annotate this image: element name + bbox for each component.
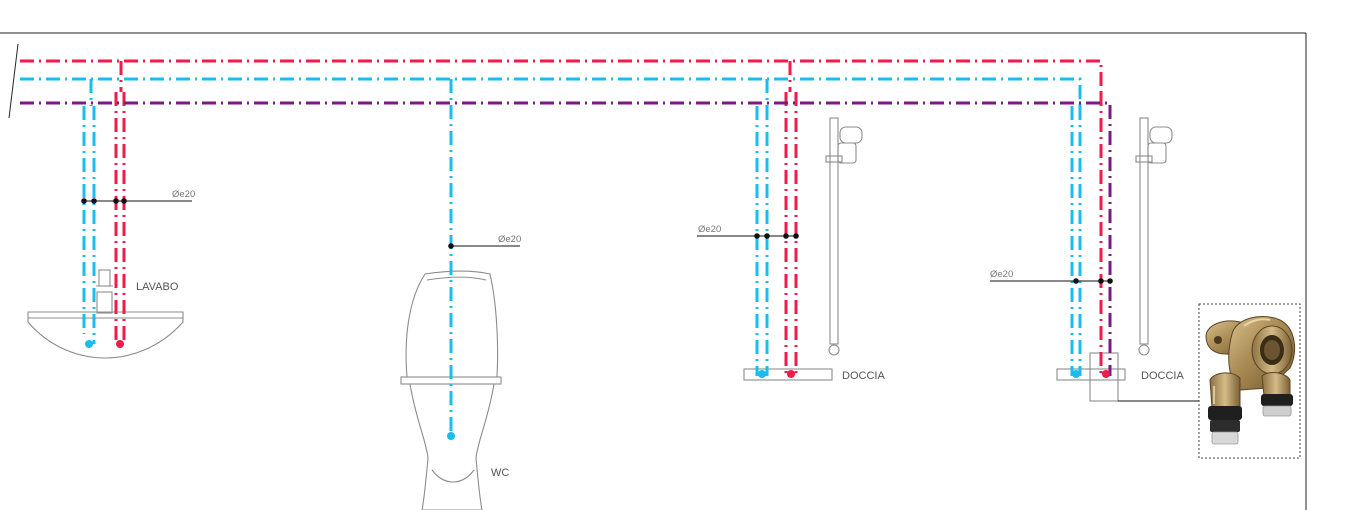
lavabo-pipe-size: Øe20 — [172, 189, 195, 200]
cold-water-pipes — [20, 77, 1082, 436]
doccia-1-label: DOCCIA — [842, 370, 885, 382]
pipe-outlets — [85, 340, 1110, 440]
dimension-leaders — [81, 198, 1200, 402]
doccia-2-pipe-size: Øe20 — [990, 269, 1013, 280]
doccia-1-fixture-icon — [743, 117, 863, 381]
wc-pipe-size: Øe20 — [498, 234, 521, 245]
hot-water-pipes — [20, 59, 1103, 376]
wc-fixture-icon — [400, 270, 502, 510]
lavabo-label: LAVABO — [136, 281, 179, 293]
fixtures — [27, 117, 1173, 510]
doccia-2-label: DOCCIA — [1141, 370, 1184, 382]
brass-wall-elbow-fitting-icon — [1198, 303, 1301, 459]
drawing-frame — [0, 32, 1307, 510]
recirculation-pipes — [20, 101, 1112, 376]
doccia-1-pipe-size: Øe20 — [698, 224, 721, 235]
lavabo-fixture-icon — [27, 269, 184, 359]
wc-label: WC — [491, 467, 509, 479]
doccia-2-fixture-icon — [1056, 117, 1173, 402]
